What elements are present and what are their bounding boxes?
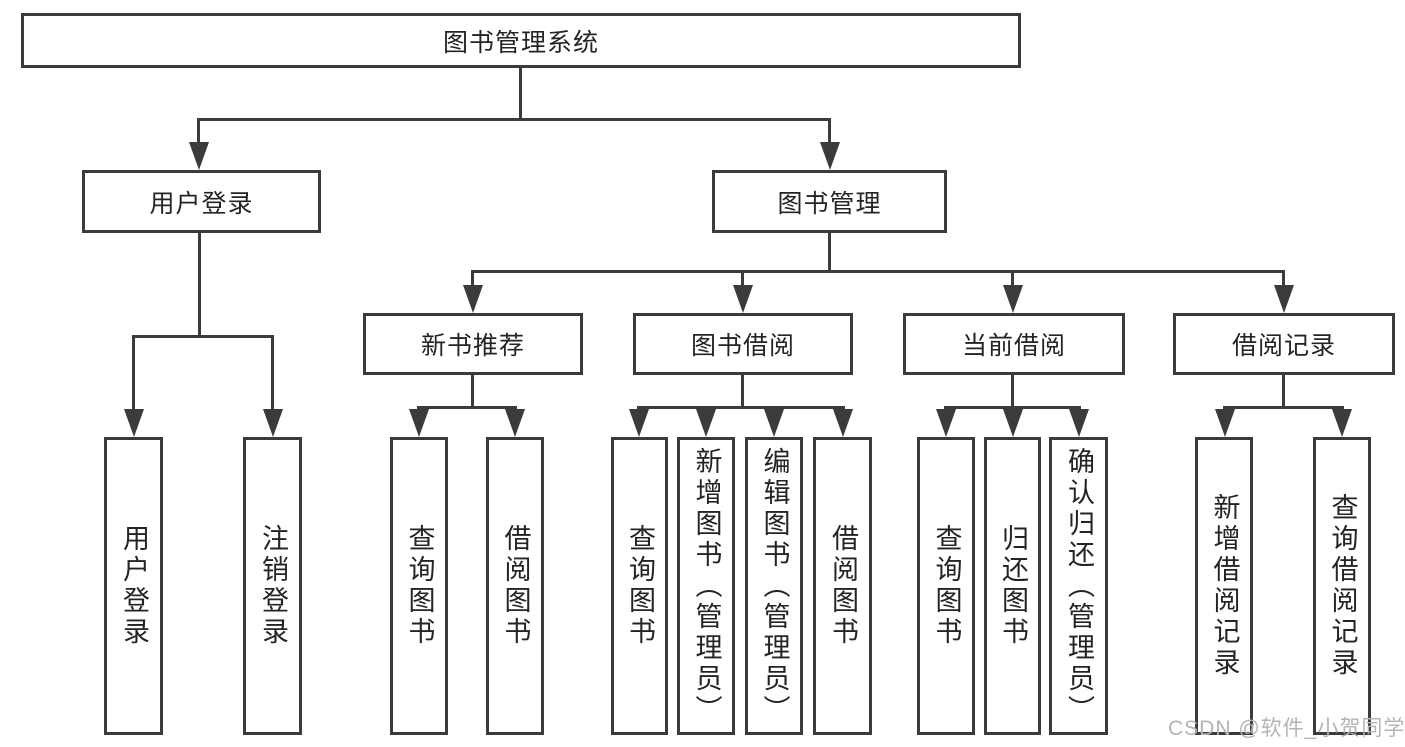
leaf-user-login: 用户登录 <box>104 437 163 735</box>
node-label: 借阅记录 <box>1231 332 1336 360</box>
arrow-down-icon <box>189 142 209 170</box>
arrow-down-icon <box>505 409 525 437</box>
watermark: CSDN @软件_小贺同学 <box>1168 717 1405 740</box>
arrow-down-icon <box>764 409 784 437</box>
node-label: 新增借阅记录 <box>1209 493 1240 679</box>
connector-line <box>417 406 517 409</box>
arrow-down-icon <box>820 142 840 170</box>
arrow-down-icon <box>1069 409 1089 437</box>
connector-line <box>1223 406 1344 409</box>
arrow-down-icon <box>409 409 429 437</box>
arrow-down-icon <box>463 285 483 313</box>
node-label: 查询图书 <box>931 524 962 648</box>
arrow-down-icon <box>1003 285 1023 313</box>
arrow-down-icon <box>936 409 956 437</box>
node-label: 注销登录 <box>258 524 288 648</box>
connector-line <box>828 233 831 270</box>
connector-line <box>741 375 744 406</box>
node-label: 查询图书 <box>404 524 435 648</box>
arrow-down-icon <box>1003 409 1023 437</box>
connector-line <box>197 118 831 121</box>
connector-line <box>1282 270 1285 288</box>
arrow-down-icon <box>263 409 283 437</box>
node-label: 归还图书 <box>998 524 1028 648</box>
leaf-query-books-current: 查询图书 <box>917 437 975 735</box>
leaf-add-borrow-record: 新增借阅记录 <box>1195 437 1253 735</box>
arrow-down-icon <box>1332 409 1352 437</box>
connector-line <box>132 335 135 413</box>
leaf-edit-books-admin: 编辑图书（管理员） <box>745 437 803 735</box>
leaf-add-books-admin: 新增图书（管理员） <box>677 437 735 735</box>
connector-line <box>1011 270 1014 288</box>
leaf-query-borrow-record: 查询借阅记录 <box>1313 437 1371 735</box>
node-label: 图书管理系统 <box>442 28 599 57</box>
node-book-borrow: 图书借阅 <box>633 313 853 375</box>
node-label: 当前借阅 <box>961 332 1066 360</box>
connector-line <box>1282 375 1285 406</box>
node-label: 图书管理 <box>777 189 882 218</box>
connector-line <box>471 270 1285 273</box>
leaf-logout: 注销登录 <box>243 437 302 735</box>
arrow-down-icon <box>733 285 753 313</box>
node-borrow-records: 借阅记录 <box>1173 313 1395 375</box>
node-current-borrow: 当前借阅 <box>903 313 1125 375</box>
connector-line <box>132 335 274 338</box>
node-label: 新增图书（管理员） <box>691 446 722 726</box>
leaf-borrow-books-recommend: 借阅图书 <box>486 437 544 735</box>
node-label: 查询图书 <box>625 524 655 648</box>
node-book-management: 图书管理 <box>712 170 947 233</box>
node-new-book-recommend: 新书推荐 <box>363 313 583 375</box>
leaf-query-books-borrow: 查询图书 <box>611 437 668 735</box>
arrow-down-icon <box>1274 285 1294 313</box>
node-label: 借阅图书 <box>500 524 531 648</box>
node-label: 新书推荐 <box>420 332 525 360</box>
connector-line <box>197 118 200 146</box>
node-label: 借阅图书 <box>828 524 858 648</box>
arrow-down-icon <box>1215 409 1235 437</box>
connector-line <box>471 375 474 406</box>
connector-line <box>637 406 845 409</box>
node-label: 查询借阅记录 <box>1327 493 1358 679</box>
node-user-login: 用户登录 <box>82 170 321 233</box>
node-label: 用户登录 <box>149 189 254 218</box>
connector-line <box>271 335 274 413</box>
connector-line <box>1011 375 1014 406</box>
connector-line <box>519 68 522 118</box>
node-label: 用户登录 <box>119 524 149 648</box>
leaf-borrow-books: 借阅图书 <box>813 437 872 735</box>
node-library-system: 图书管理系统 <box>21 13 1021 68</box>
arrow-down-icon <box>833 409 853 437</box>
arrow-down-icon <box>124 409 144 437</box>
arrow-down-icon <box>696 409 716 437</box>
node-label: 图书借阅 <box>690 332 795 360</box>
connector-line <box>741 270 744 288</box>
connector-line <box>471 270 474 288</box>
arrow-down-icon <box>629 409 649 437</box>
leaf-return-books: 归还图书 <box>984 437 1041 735</box>
connector-line <box>944 406 1081 409</box>
connector-line <box>198 233 201 335</box>
node-label: 确认归还（管理员） <box>1064 446 1094 726</box>
leaf-confirm-return-admin: 确认归还（管理员） <box>1049 437 1108 735</box>
connector-line <box>828 118 831 146</box>
node-label: 编辑图书（管理员） <box>759 446 790 726</box>
leaf-query-books-recommend: 查询图书 <box>390 437 448 735</box>
